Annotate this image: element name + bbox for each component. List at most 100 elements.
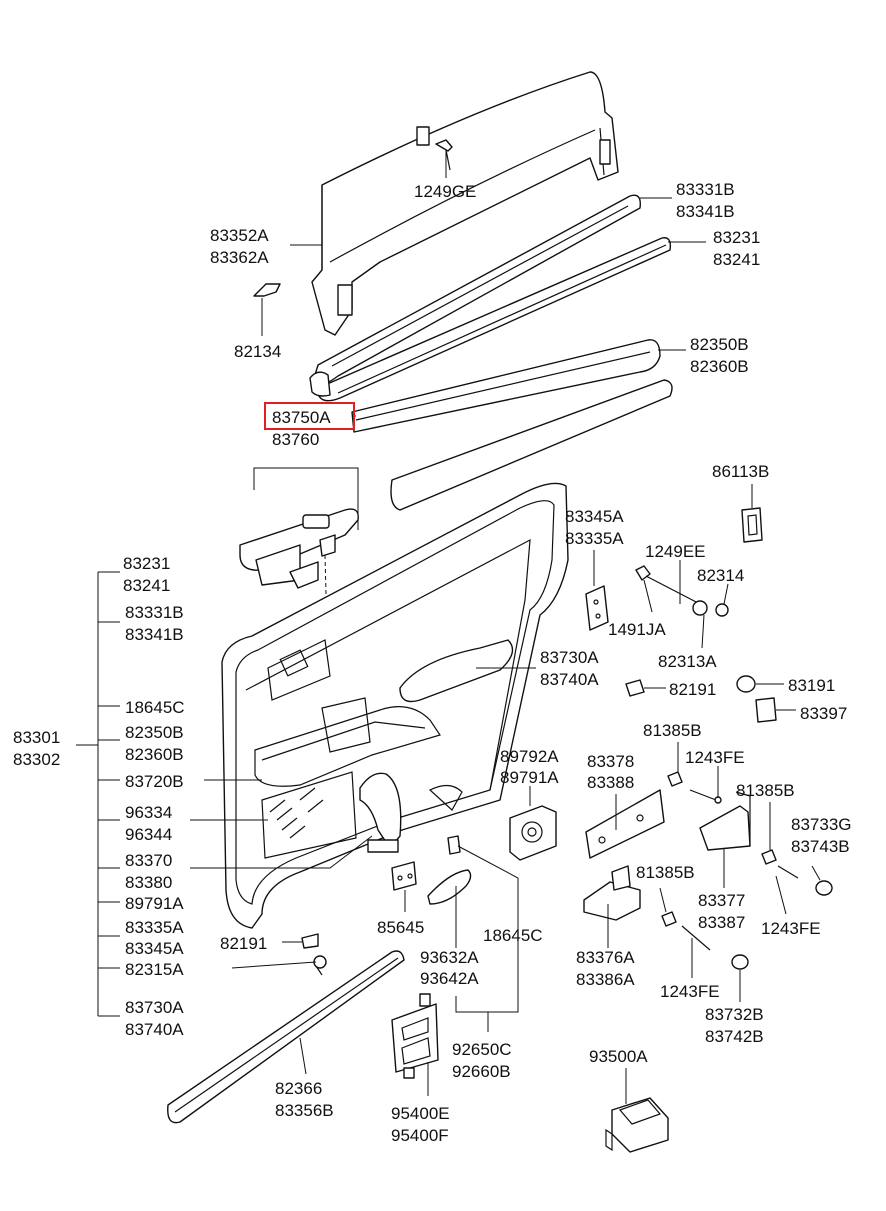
bracket-label-96334: 96334 bbox=[125, 803, 172, 822]
label-1249EE: 1249EE bbox=[645, 542, 706, 561]
belt-molding-82350B bbox=[351, 339, 661, 433]
door-trim-panel-83301 bbox=[221, 482, 569, 929]
bracket-label-82315A: 82315A bbox=[125, 960, 184, 979]
label-1243FE-b: 1243FE bbox=[761, 919, 821, 938]
highlight-box-83750A bbox=[264, 402, 355, 430]
bracket-label-83345A: 83345A bbox=[125, 939, 184, 958]
clip-82134 bbox=[253, 283, 281, 297]
bracket-label-96344: 96344 bbox=[125, 825, 172, 844]
label-95400E: 95400E bbox=[391, 1104, 450, 1123]
label-95400F: 95400F bbox=[391, 1126, 449, 1145]
clip-82315A bbox=[313, 955, 327, 976]
label-83341B-top: 83341B bbox=[676, 202, 735, 221]
label-83377: 83377 bbox=[698, 891, 745, 910]
trim-strip bbox=[390, 379, 673, 511]
bracket-label-83335A: 83335A bbox=[125, 918, 184, 937]
label-1243FE-a: 1243FE bbox=[685, 748, 745, 767]
power-window-switch-83750A bbox=[239, 508, 359, 589]
label-82360B-top: 82360B bbox=[690, 357, 749, 376]
label-83331B-top: 83331B bbox=[676, 180, 735, 199]
screw-1243FE-b bbox=[777, 865, 799, 879]
bracket-label-18645C: 18645C bbox=[125, 698, 185, 717]
bracket-label-82350B: 82350B bbox=[125, 723, 184, 742]
cap-82191-left bbox=[301, 933, 319, 949]
label-83345A-top: 83345A bbox=[565, 507, 624, 526]
bracket-label-83370: 83370 bbox=[125, 851, 172, 870]
label-83760: 83760 bbox=[272, 430, 319, 449]
label-82313A: 82313A bbox=[658, 652, 717, 671]
cover-93632A bbox=[427, 869, 472, 905]
label-82191-left: 82191 bbox=[220, 934, 267, 953]
lower-molding-82366 bbox=[167, 950, 405, 1124]
label-81385B-b: 81385B bbox=[736, 781, 795, 800]
label-83732B: 83732B bbox=[705, 1005, 764, 1024]
label-83352A: 83352A bbox=[210, 226, 269, 245]
label-83302: 83302 bbox=[13, 750, 60, 769]
label-83733G: 83733G bbox=[791, 815, 852, 834]
label-83231-top: 83231 bbox=[713, 228, 760, 247]
label-83750A: 83750A bbox=[272, 408, 331, 427]
bracket-label-82360B: 82360B bbox=[125, 745, 184, 764]
label-1243FE-c: 1243FE bbox=[660, 982, 720, 1001]
bracket-label-83241: 83241 bbox=[123, 576, 170, 595]
bolt-1249EE bbox=[635, 565, 729, 617]
label-89792A: 89792A bbox=[500, 747, 559, 766]
cap-83733G bbox=[815, 880, 833, 896]
cap-83191 bbox=[736, 675, 756, 693]
cap-82191-right bbox=[625, 679, 645, 697]
bracket-label-83720B: 83720B bbox=[125, 772, 184, 791]
bracket-label-83341B: 83341B bbox=[125, 625, 184, 644]
label-83378: 83378 bbox=[587, 752, 634, 771]
label-83301: 83301 bbox=[13, 728, 60, 747]
bracket-label-83730A: 83730A bbox=[125, 998, 184, 1017]
label-82314: 82314 bbox=[697, 566, 744, 585]
label-83376A: 83376A bbox=[576, 948, 635, 967]
label-83387: 83387 bbox=[698, 913, 745, 932]
latch-89792A bbox=[509, 805, 557, 861]
label-83743B: 83743B bbox=[791, 837, 850, 856]
bracket-83345A bbox=[585, 585, 609, 631]
label-1491JA: 1491JA bbox=[608, 620, 666, 639]
label-86113B: 86113B bbox=[712, 462, 769, 481]
screw-1249GE bbox=[435, 139, 453, 171]
lamp-95400E bbox=[391, 993, 439, 1079]
bracket-label-83380: 83380 bbox=[125, 873, 172, 892]
label-82191-right: 82191 bbox=[669, 680, 716, 699]
pad-83397 bbox=[755, 697, 777, 723]
label-82366: 82366 bbox=[275, 1079, 322, 1098]
bracket-83378 bbox=[585, 789, 665, 859]
clip-81385B-b bbox=[761, 849, 777, 865]
label-93642A: 93642A bbox=[420, 969, 479, 988]
label-83241-top: 83241 bbox=[713, 250, 760, 269]
bracket-83377 bbox=[699, 791, 751, 851]
bracket-83376A bbox=[583, 865, 641, 921]
label-83397: 83397 bbox=[800, 704, 847, 723]
label-83742B: 83742B bbox=[705, 1027, 764, 1046]
clip-81385B-c bbox=[661, 911, 677, 927]
bracket-85645 bbox=[391, 861, 417, 891]
bracket-label-89791A: 89791A bbox=[125, 894, 184, 913]
label-18645C: 18645C bbox=[483, 926, 543, 945]
label-83335A-top: 83335A bbox=[565, 529, 624, 548]
label-83730A-top: 83730A bbox=[540, 648, 599, 667]
label-92650C: 92650C bbox=[452, 1040, 512, 1059]
bracket-label-83740A: 83740A bbox=[125, 1020, 184, 1039]
label-83356B: 83356B bbox=[275, 1101, 334, 1120]
screw-1243FE-a bbox=[689, 789, 722, 804]
label-93632A: 93632A bbox=[420, 948, 479, 967]
bracket-label-83331B: 83331B bbox=[125, 603, 184, 622]
label-82350B-top: 82350B bbox=[690, 335, 749, 354]
part-labels: 1249GE 83331B 83341B 83352A 83362A 83231… bbox=[13, 180, 852, 1145]
grommet-86113B bbox=[741, 507, 763, 543]
label-83191: 83191 bbox=[788, 676, 835, 695]
label-81385B-a: 81385B bbox=[643, 721, 702, 740]
label-92660B: 92660B bbox=[452, 1062, 511, 1081]
bracket-label-83231: 83231 bbox=[123, 554, 170, 573]
screw-1243FE-c bbox=[681, 925, 711, 951]
label-83740A-top: 83740A bbox=[540, 670, 599, 689]
upper-frame-garnish bbox=[311, 71, 619, 336]
label-83388: 83388 bbox=[587, 773, 634, 792]
bulb-18645C bbox=[447, 835, 461, 855]
label-1249GE: 1249GE bbox=[414, 182, 476, 201]
